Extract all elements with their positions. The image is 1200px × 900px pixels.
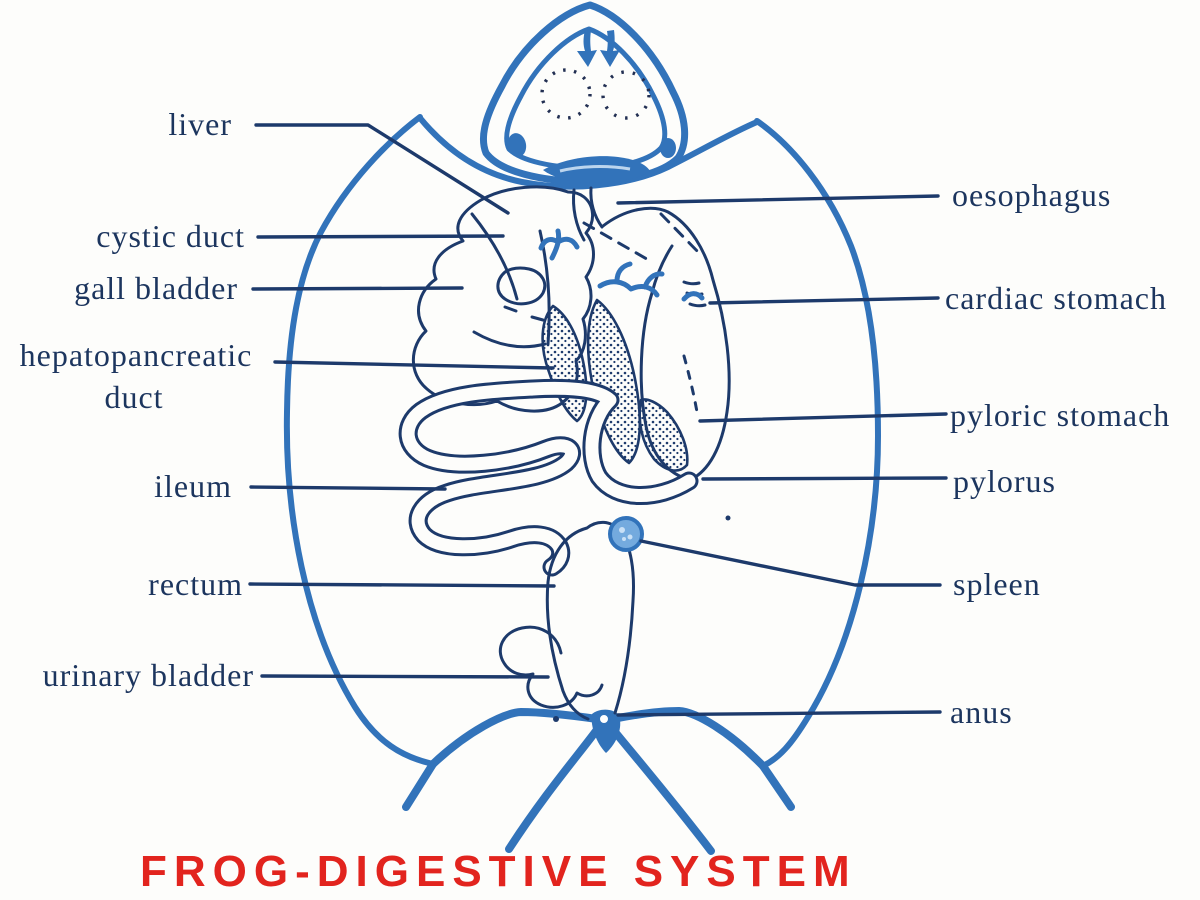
leader-cystic-duct bbox=[256, 234, 505, 239]
leader-urinary-bladder bbox=[260, 674, 550, 679]
oesophagus-tube bbox=[572, 186, 604, 242]
stomach-lower-dashes bbox=[682, 354, 700, 420]
nostril-left-dot bbox=[507, 133, 527, 157]
organs bbox=[398, 185, 731, 722]
anus-opening bbox=[597, 712, 611, 726]
intestine-coil-core bbox=[401, 381, 696, 574]
pancreas-lobe-right bbox=[638, 398, 689, 472]
leader-anus bbox=[616, 710, 942, 717]
left-leg-stub bbox=[402, 760, 437, 811]
urinary-bladder-shape bbox=[498, 625, 604, 709]
label-anus: anus bbox=[950, 694, 1013, 730]
leader-lines bbox=[248, 123, 948, 717]
liver-shape bbox=[411, 185, 595, 413]
pancreas-lobe-middle bbox=[586, 298, 642, 465]
hind-legs bbox=[402, 707, 795, 855]
body-left-edge bbox=[283, 114, 436, 767]
leader-oesophagus bbox=[616, 194, 940, 205]
left-thigh-curve bbox=[429, 708, 601, 768]
leader-rectum bbox=[248, 582, 556, 588]
spleen-shape bbox=[608, 516, 644, 552]
head-arrows-icon bbox=[577, 30, 620, 67]
leader-ileum bbox=[249, 485, 447, 491]
nostril-right-dot bbox=[660, 138, 676, 158]
leader-spleen bbox=[639, 539, 942, 587]
label-oesophagus: oesophagus bbox=[952, 177, 1111, 213]
diagram-title: FROG-DIGESTIVE SYSTEM bbox=[140, 847, 857, 896]
eye-right-dotted-circle bbox=[601, 70, 651, 120]
gall-bladder-shape bbox=[496, 266, 547, 306]
pancreas-lobe-left bbox=[541, 304, 588, 423]
leader-cardiac-stomach bbox=[708, 296, 940, 305]
head-details bbox=[507, 30, 676, 183]
labels: liver cystic duct gall bladder hepatopan… bbox=[20, 106, 1170, 730]
label-gall-bladder: gall bladder bbox=[74, 270, 238, 306]
leader-pylorus bbox=[701, 476, 948, 481]
label-hepatopancreatic-duct-line2: duct bbox=[104, 379, 163, 415]
frog-body-outline bbox=[283, 1, 881, 769]
liver-lobe-lines bbox=[470, 212, 551, 349]
shoulder-collar-curve bbox=[417, 115, 760, 190]
label-spleen: spleen bbox=[953, 566, 1041, 602]
ink-speck-1 bbox=[725, 515, 731, 521]
body-right-edge bbox=[754, 118, 881, 769]
leader-liver bbox=[254, 123, 510, 215]
stomach-dashed-boundary bbox=[582, 212, 704, 264]
eye-left-dotted-circle bbox=[540, 68, 592, 120]
label-liver: liver bbox=[168, 106, 232, 142]
right-leg-inner-curve bbox=[607, 723, 715, 855]
left-leg-inner-curve bbox=[505, 723, 603, 853]
label-pyloric-stomach: pyloric stomach bbox=[950, 397, 1170, 433]
label-cardiac-stomach: cardiac stomach bbox=[945, 280, 1167, 316]
right-leg-stub bbox=[759, 762, 795, 811]
mouth-shading bbox=[543, 156, 650, 183]
label-hepatopancreatic-duct-line1: hepatopancreatic bbox=[20, 337, 253, 373]
mouth-highlight bbox=[559, 165, 631, 173]
liver-tick-marks bbox=[503, 305, 545, 322]
bile-duct-vessels bbox=[538, 228, 705, 302]
label-urinary-bladder: urinary bladder bbox=[43, 657, 254, 693]
leader-hepatopancreatic-duct bbox=[273, 360, 555, 370]
leader-gall-bladder bbox=[251, 286, 464, 291]
label-pylorus: pylorus bbox=[953, 463, 1056, 499]
ink-speck-2 bbox=[553, 716, 559, 722]
label-rectum: rectum bbox=[148, 566, 243, 602]
label-ileum: ileum bbox=[154, 468, 232, 504]
label-cystic-duct: cystic duct bbox=[96, 218, 245, 254]
leader-pyloric-stomach bbox=[698, 412, 948, 423]
